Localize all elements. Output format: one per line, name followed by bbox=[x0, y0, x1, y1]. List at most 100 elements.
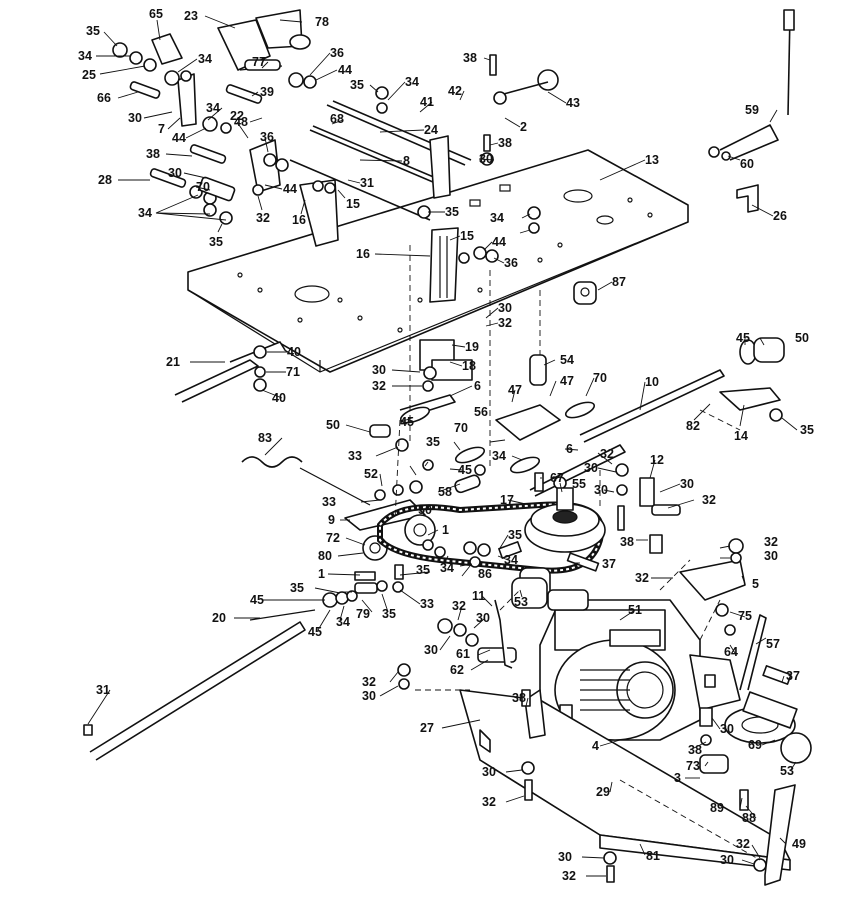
callout-label: 45 bbox=[400, 415, 414, 429]
callout-label: 30 bbox=[720, 722, 734, 736]
callout-label: 30 bbox=[424, 643, 438, 657]
callout-label: 19 bbox=[465, 340, 479, 354]
callout-label: 31 bbox=[360, 176, 374, 190]
callout-label: 70 bbox=[593, 371, 607, 385]
callout-label: 80 bbox=[318, 549, 332, 563]
callout-label: 30 bbox=[764, 549, 778, 563]
callout-label: 31 bbox=[96, 683, 110, 697]
callout-label: 32 bbox=[702, 493, 716, 507]
callout-label: 35 bbox=[209, 235, 223, 249]
callout-label: 34 bbox=[206, 101, 220, 115]
callout-label: 30 bbox=[680, 477, 694, 491]
callout-label: 71 bbox=[286, 365, 300, 379]
callout-label: 16 bbox=[292, 213, 306, 227]
callout-label: 33 bbox=[348, 449, 362, 463]
drive-belt-and-pulley bbox=[377, 487, 606, 574]
callout-label: 34 bbox=[198, 52, 212, 66]
callout-label: 62 bbox=[450, 663, 464, 677]
callout-labels: 65 23 78 35 34 25 34 66 77 36 44 38 35 3… bbox=[78, 7, 814, 883]
callout-label: 50 bbox=[795, 331, 809, 345]
callout-label: 34 bbox=[405, 75, 419, 89]
callout-label: 34 bbox=[440, 561, 454, 575]
callout-label: 34 bbox=[138, 206, 152, 220]
callout-label: 38 bbox=[498, 136, 512, 150]
callout-label: 40 bbox=[287, 345, 301, 359]
callout-label: 30 bbox=[584, 461, 598, 475]
callout-label: 57 bbox=[766, 637, 780, 651]
callout-label: 21 bbox=[166, 355, 180, 369]
callout-label: 32 bbox=[362, 675, 376, 689]
callout-label: 35 bbox=[426, 435, 440, 449]
callout-label: 30 bbox=[479, 152, 493, 166]
callout-label: 38 bbox=[688, 743, 702, 757]
callout-label: 44 bbox=[172, 131, 186, 145]
callout-label: 53 bbox=[780, 764, 794, 778]
callout-label: 32 bbox=[764, 535, 778, 549]
callout-label: 58 bbox=[438, 485, 452, 499]
callout-label: 6 bbox=[474, 379, 481, 393]
callout-label: 14 bbox=[734, 429, 748, 443]
callout-label: 72 bbox=[326, 531, 340, 545]
callout-label: 38 bbox=[146, 147, 160, 161]
callout-label: 18 bbox=[462, 359, 476, 373]
callout-label: 50 bbox=[418, 503, 432, 517]
leader-lines bbox=[87, 15, 798, 877]
callout-label: 36 bbox=[504, 256, 518, 270]
callout-label: 41 bbox=[420, 95, 434, 109]
callout-label: 34 bbox=[336, 615, 350, 629]
callout-label: 32 bbox=[372, 379, 386, 393]
callout-label: 43 bbox=[566, 96, 580, 110]
callout-label: 34 bbox=[78, 49, 92, 63]
callout-label: 79 bbox=[356, 607, 370, 621]
callout-label: 15 bbox=[346, 197, 360, 211]
callout-label: 30 bbox=[558, 850, 572, 864]
callout-label: 30 bbox=[362, 689, 376, 703]
callout-label: 67 bbox=[550, 471, 564, 485]
callout-label: 11 bbox=[472, 589, 485, 603]
callout-label: 77 bbox=[252, 55, 266, 69]
callout-label: 9 bbox=[328, 513, 335, 527]
callout-label: 52 bbox=[364, 467, 378, 481]
callout-label: 3 bbox=[674, 771, 681, 785]
callout-label: 44 bbox=[338, 63, 352, 77]
callout-label: 69 bbox=[748, 738, 762, 752]
callout-label: 2 bbox=[520, 120, 527, 134]
callout-label: 26 bbox=[773, 209, 787, 223]
mid-linkage-assembly bbox=[174, 337, 785, 497]
callout-label: 13 bbox=[645, 153, 659, 167]
callout-label: 32 bbox=[256, 211, 270, 225]
callout-label: 53 bbox=[514, 595, 528, 609]
callout-label: 34 bbox=[490, 211, 504, 225]
callout-label: 59 bbox=[745, 103, 759, 117]
lower-left-rods bbox=[83, 571, 388, 761]
callout-label: 35 bbox=[416, 563, 430, 577]
callout-label: 25 bbox=[82, 68, 96, 82]
callout-label: 51 bbox=[628, 603, 642, 617]
callout-label: 55 bbox=[572, 477, 586, 491]
callout-label: 82 bbox=[686, 419, 700, 433]
callout-label: 45 bbox=[736, 331, 750, 345]
steering-rod-assembly bbox=[573, 9, 795, 305]
callout-label: 83 bbox=[258, 431, 272, 445]
callout-label: 38 bbox=[620, 535, 634, 549]
callout-label: 4 bbox=[592, 739, 599, 753]
callout-label: 30 bbox=[482, 765, 496, 779]
callout-label: 35 bbox=[382, 607, 396, 621]
callout-label: 37 bbox=[786, 669, 800, 683]
callout-label: 20 bbox=[212, 611, 226, 625]
callout-label: 36 bbox=[330, 46, 344, 60]
callout-label: 40 bbox=[272, 391, 286, 405]
callout-label: 65 bbox=[149, 7, 163, 21]
callout-label: 34 bbox=[492, 449, 506, 463]
callout-label: 22 bbox=[230, 109, 244, 123]
callout-label: 33 bbox=[420, 597, 434, 611]
callout-label: 29 bbox=[596, 785, 610, 799]
callout-label: 32 bbox=[736, 837, 750, 851]
callout-label: 47 bbox=[508, 383, 522, 397]
callout-label: 30 bbox=[128, 111, 142, 125]
callout-label: 27 bbox=[420, 721, 434, 735]
callout-label: 34 bbox=[504, 553, 518, 567]
transaxle-assembly bbox=[511, 577, 812, 764]
callout-label: 86 bbox=[478, 567, 492, 581]
